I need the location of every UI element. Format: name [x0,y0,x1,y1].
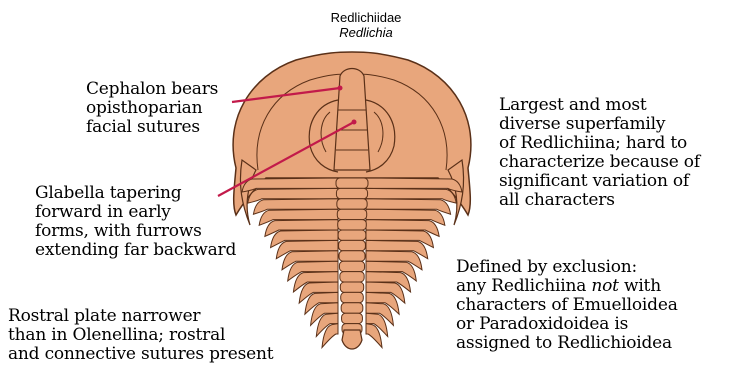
axial-ring [339,251,365,261]
axial-ring [337,209,366,219]
axial-ring [336,178,368,188]
axial-ring [337,199,367,209]
axial-ring [340,272,364,282]
axial-ring [341,292,364,302]
family-name: Redlichiidae [331,10,402,25]
defined-by-exclusion-label: Defined by exclusion: any Redlichiina no… [456,258,678,353]
axial-ring [340,282,363,292]
pygidium [342,330,362,349]
genus-name: Redlichia [298,25,434,40]
glabella-label: Glabella tapering forward in early forms… [35,184,236,260]
axial-ring [339,240,366,250]
diagram-title: Redlichiidae Redlichia [298,10,434,40]
cephalon-label: Cephalon bears opisthoparian facial sutu… [86,80,218,137]
glabella [334,69,370,171]
axial-ring [339,261,364,271]
axial-ring [336,188,367,198]
axial-ring [338,220,367,230]
axial-ring [342,313,363,323]
axial-lobe [336,178,368,334]
axial-ring [341,303,363,313]
largest-superfamily-label: Largest and most diverse superfamily of … [499,96,700,210]
axial-ring [338,230,366,240]
rostral-plate-label: Rostral plate narrower than in Olenellin… [8,307,273,364]
